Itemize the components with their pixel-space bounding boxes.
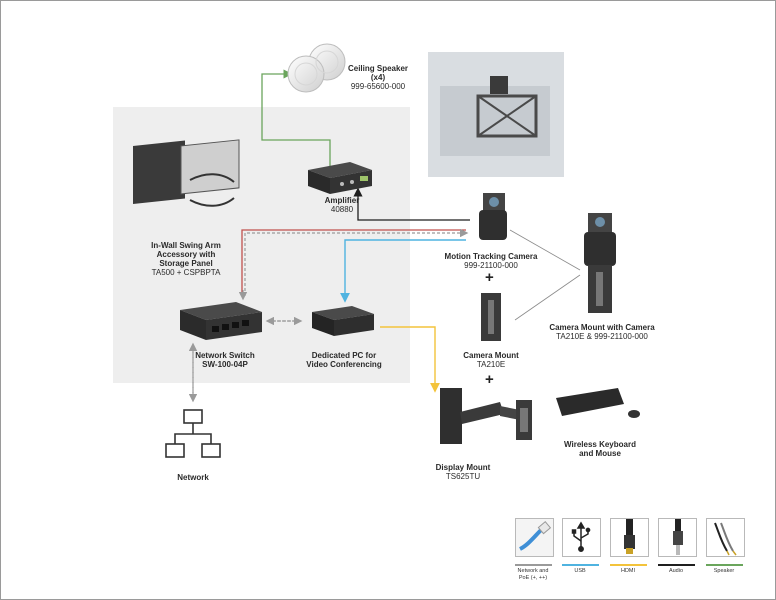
audio-cable-icon <box>673 519 683 555</box>
legend-usb-box <box>562 518 601 557</box>
keyboard-mouse-line2: and Mouse <box>579 449 621 458</box>
legend-speaker-color <box>706 564 743 566</box>
display-mount-part: TS625TU <box>445 472 481 481</box>
legend-speaker-box <box>706 518 745 557</box>
usb-icon <box>571 521 591 552</box>
wall-mounted-camera-photo <box>428 52 564 177</box>
swing-arm-line1: In-Wall Swing Arm <box>151 241 221 250</box>
legend-audio-label: Audio <box>668 568 684 574</box>
amplifier-label: Amplifier 40880 <box>304 196 380 214</box>
legend-network-box <box>515 518 554 557</box>
legend-hdmi-label: HDMI <box>620 568 636 574</box>
display-mount-name: Display Mount <box>435 463 491 472</box>
dedicated-pc-icon <box>312 306 374 336</box>
ceiling-speaker-label: Ceiling Speaker (x4) 999-65600-000 <box>336 64 420 91</box>
legend-hdmi-box <box>610 518 649 557</box>
amplifier-name: Amplifier <box>324 196 360 205</box>
tracking-camera-part: 999-21100-000 <box>464 261 518 270</box>
speaker-wire <box>261 69 331 168</box>
network-switch-icon <box>180 302 262 340</box>
dedicated-pc-label: Dedicated PC for Video Conferencing <box>298 351 390 369</box>
dedicated-pc-line2: Video Conferencing <box>306 360 382 369</box>
camera-mount-with-camera-label: Camera Mount with Camera TA210E & 999-21… <box>540 323 664 341</box>
swing-arm-label: In-Wall Swing Arm Accessory with Storage… <box>130 241 242 277</box>
display-mount-label: Display Mount TS625TU <box>419 463 507 481</box>
ethernet-cable-icon <box>516 519 553 556</box>
legend-network-label: Network and PoE (+, ++) <box>517 568 549 581</box>
swing-arm-line2: Accessory with <box>156 250 216 259</box>
network-switch-label: Network Switch SW-100-04P <box>184 351 266 369</box>
hdmi-cable-icon <box>624 519 635 554</box>
camera-network-wire-gray <box>244 228 469 296</box>
network-label: Network <box>160 473 226 482</box>
keyboard-mouse-line1: Wireless Keyboard <box>564 440 636 449</box>
legend-usb-label: USB <box>574 568 586 574</box>
speaker-wire-icon <box>714 522 737 556</box>
legend-speaker-label: Speaker <box>713 568 735 574</box>
audio-wire <box>353 187 470 221</box>
ceiling-speaker-part: 999-65600-000 <box>350 82 406 91</box>
ceiling-speaker-qty: (x4) <box>370 73 386 82</box>
amplifier-icon <box>308 162 372 194</box>
ceiling-speaker-icon <box>287 43 346 93</box>
legend-audio-color <box>658 564 695 566</box>
legend-usb-color <box>562 564 599 566</box>
motion-tracking-camera-icon <box>479 193 507 240</box>
display-mount-icon <box>440 388 532 444</box>
keyboard-mouse-icon <box>556 388 640 418</box>
camera-mount-name: Camera Mount <box>463 351 519 360</box>
keyboard-mouse-label: Wireless Keyboard and Mouse <box>554 440 646 458</box>
plus-sign-bottom: + <box>485 371 494 388</box>
tracking-camera-label: Motion Tracking Camera 999-21100-000 <box>436 252 546 270</box>
legend-audio-box <box>658 518 697 557</box>
camera-mount-part: TA210E <box>476 360 506 369</box>
camera-mount-label: Camera Mount TA210E <box>446 351 536 369</box>
swing-arm-line3: Storage Panel <box>159 259 213 268</box>
ceiling-speaker-name: Ceiling Speaker <box>347 64 409 73</box>
camera-mount-icon <box>481 293 501 341</box>
camera-mount-with-camera-icon <box>584 213 616 313</box>
usb-wire <box>340 239 466 303</box>
network-switch-part: SW-100-04P <box>202 360 248 369</box>
swing-arm-icon <box>133 139 240 207</box>
camera-mount-with-camera-part: TA210E & 999-21100-000 <box>556 332 648 341</box>
dedicated-pc-line1: Dedicated PC for <box>311 351 377 360</box>
camera-network-wire-red <box>241 229 466 296</box>
legend-network-color <box>515 564 552 566</box>
network-switch-name: Network Switch <box>195 351 255 360</box>
plus-sign-top: + <box>485 269 494 286</box>
network-name: Network <box>177 473 209 482</box>
amplifier-part: 40880 <box>330 205 354 214</box>
swing-arm-part: TA500 + CSPBPTA <box>151 268 221 277</box>
network-topology-icon <box>165 409 221 458</box>
camera-mount-with-camera-name: Camera Mount with Camera <box>549 323 655 332</box>
legend-hdmi-color <box>610 564 647 566</box>
hdmi-wire <box>380 326 440 393</box>
tracking-camera-name: Motion Tracking Camera <box>444 252 538 261</box>
